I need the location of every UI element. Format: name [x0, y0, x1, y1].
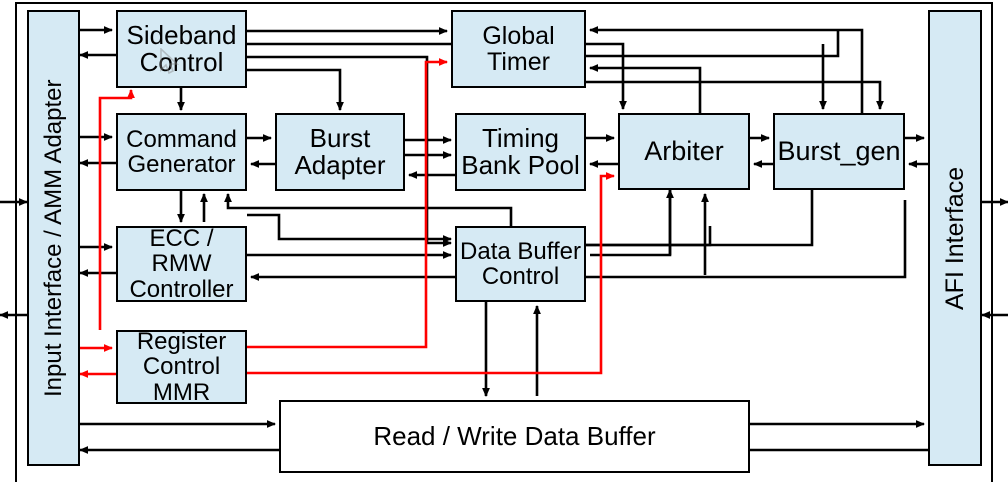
red-control-arrows: [79, 58, 615, 378]
block-timing-bank-pool-label-line1: Timing: [481, 122, 560, 153]
block-sideband-control[interactable]: Sideband Control: [116, 10, 247, 88]
block-burst-gen-label: Burst_gen: [777, 136, 901, 167]
block-command-generator-label-line1: Command: [126, 125, 237, 153]
block-ecc-rmw-controller[interactable]: ECC / RMW Controller: [116, 226, 247, 302]
block-ecc-rmw-controller-label-line1: ECC / RMW: [149, 225, 214, 278]
block-burst-adapter-label-line1: Burst: [309, 122, 371, 153]
block-timing-bank-pool-label-line2: Bank Pool: [461, 150, 580, 180]
block-input-interface-label: Input Interface / AMM Adapter: [39, 79, 67, 397]
block-afi-interface[interactable]: AFI Interface: [928, 10, 982, 466]
block-arbiter-label: Arbiter: [644, 136, 724, 167]
mouse-cursor-icon: [159, 47, 181, 78]
block-command-generator-label-line2: Generator: [127, 151, 236, 178]
block-read-write-data-buffer[interactable]: Read / Write Data Buffer: [279, 400, 750, 473]
block-burst-adapter-label-line2: Adapter: [294, 150, 386, 180]
block-command-generator[interactable]: Command Generator: [116, 113, 247, 191]
block-global-timer[interactable]: Global Timer: [451, 10, 586, 88]
block-read-write-data-buffer-label: Read / Write Data Buffer: [373, 420, 656, 451]
block-burst-gen[interactable]: Burst_gen: [773, 113, 905, 190]
block-register-control-mmr-label-line1: Register: [136, 328, 227, 356]
block-data-buffer-control[interactable]: Data Buffer Control: [455, 226, 586, 302]
block-data-buffer-control-label-line1: Data Buffer: [460, 237, 581, 265]
block-sideband-control-label-line1: Sideband: [126, 19, 237, 50]
block-register-control-mmr[interactable]: Register Control MMR: [116, 328, 247, 406]
block-data-buffer-control-label-line2: Control: [481, 263, 560, 290]
block-register-control-mmr-label-line2: Control MMR: [142, 353, 221, 406]
block-ecc-rmw-controller-label-line2: Controller: [129, 275, 234, 303]
block-timing-bank-pool[interactable]: Timing Bank Pool: [455, 113, 586, 191]
block-input-interface[interactable]: Input Interface / AMM Adapter: [27, 10, 80, 466]
diagram-outer-frame: [15, 2, 993, 482]
block-global-timer-label: Global Timer: [482, 21, 555, 76]
block-afi-interface-label: AFI Interface: [940, 166, 969, 310]
block-sideband-control-label-line2: Control: [139, 47, 224, 77]
block-burst-adapter[interactable]: Burst Adapter: [275, 113, 405, 191]
block-arbiter[interactable]: Arbiter: [618, 113, 750, 190]
